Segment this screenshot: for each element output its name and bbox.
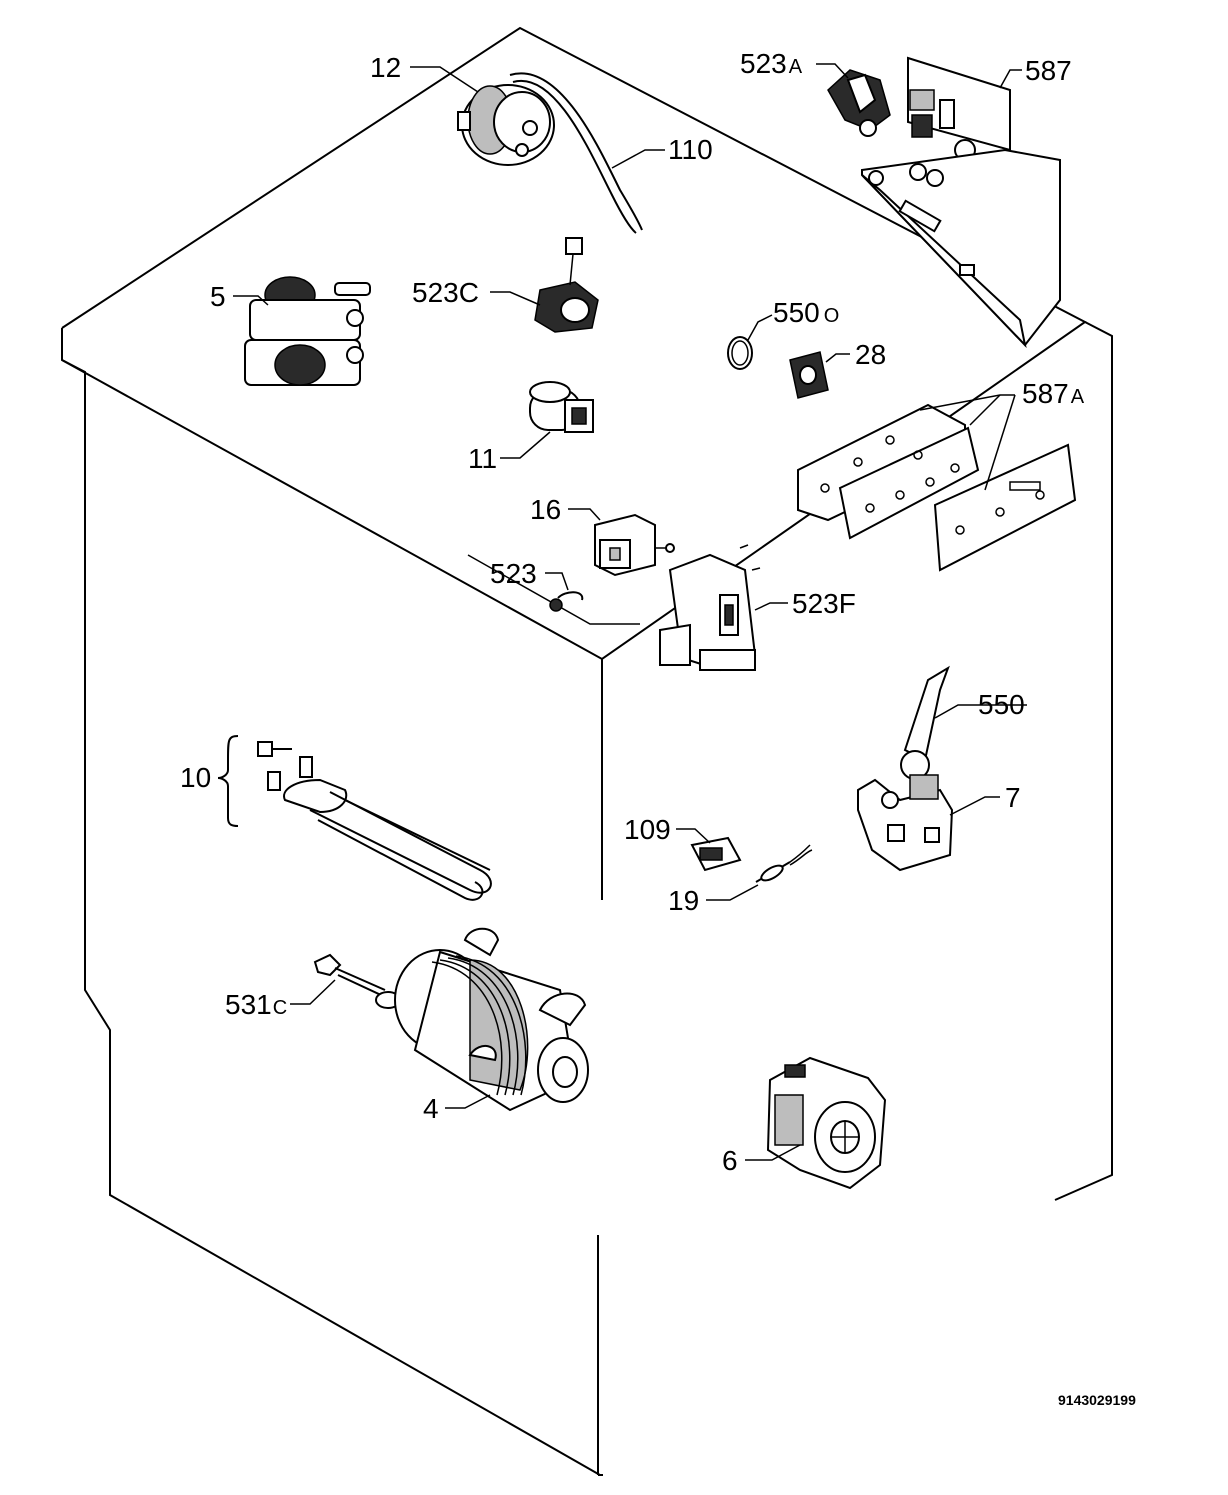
pcb-boards-part [797,403,1077,572]
door-handle-part [900,665,950,780]
label-5: 5 [210,281,226,312]
interference-filter-part [534,237,599,333]
heating-element-part [217,735,492,901]
drawing-code: 9143029199 [1058,1392,1136,1408]
label-109: 109 [624,814,671,845]
label-523c: 523C [412,277,479,308]
label-531c: 531C [225,989,287,1020]
ntc-sensor-part [755,844,813,883]
hose-part [509,72,643,234]
label-523: 523 [490,558,537,589]
pressure-switch-part [457,84,555,166]
seal-ring-part [727,336,753,370]
door-lock-part [766,1056,887,1190]
gasket-part [789,351,829,399]
label-12: 12 [370,52,401,83]
leader-lines [233,63,1027,1161]
label-4: 4 [423,1093,439,1124]
cover-part [690,836,742,872]
motor-windings [431,955,527,1096]
label-16: 16 [530,494,561,525]
clip-part [549,591,584,612]
bolt-part [313,953,401,1009]
motor-part [394,927,589,1112]
capacitor-part [529,381,594,433]
lock-switch-part [594,513,675,577]
label-523f: 523F [792,588,856,619]
label-10: 10 [180,762,211,793]
pcb-components [820,435,1045,535]
inlet-valve-part [244,276,371,386]
label-110: 110 [668,134,713,165]
label-19: 19 [668,885,699,916]
label-550: 550 [978,689,1025,720]
electronic-module-part [861,56,1061,349]
label-28: 28 [855,339,886,370]
label-587: 587 [1025,55,1072,86]
mains-filter-part [659,544,761,672]
lock-bracket-part [857,774,954,872]
label-11: 11 [468,443,497,474]
connector-part [827,69,891,137]
label-6: 6 [722,1145,738,1176]
label-7: 7 [1005,782,1021,813]
